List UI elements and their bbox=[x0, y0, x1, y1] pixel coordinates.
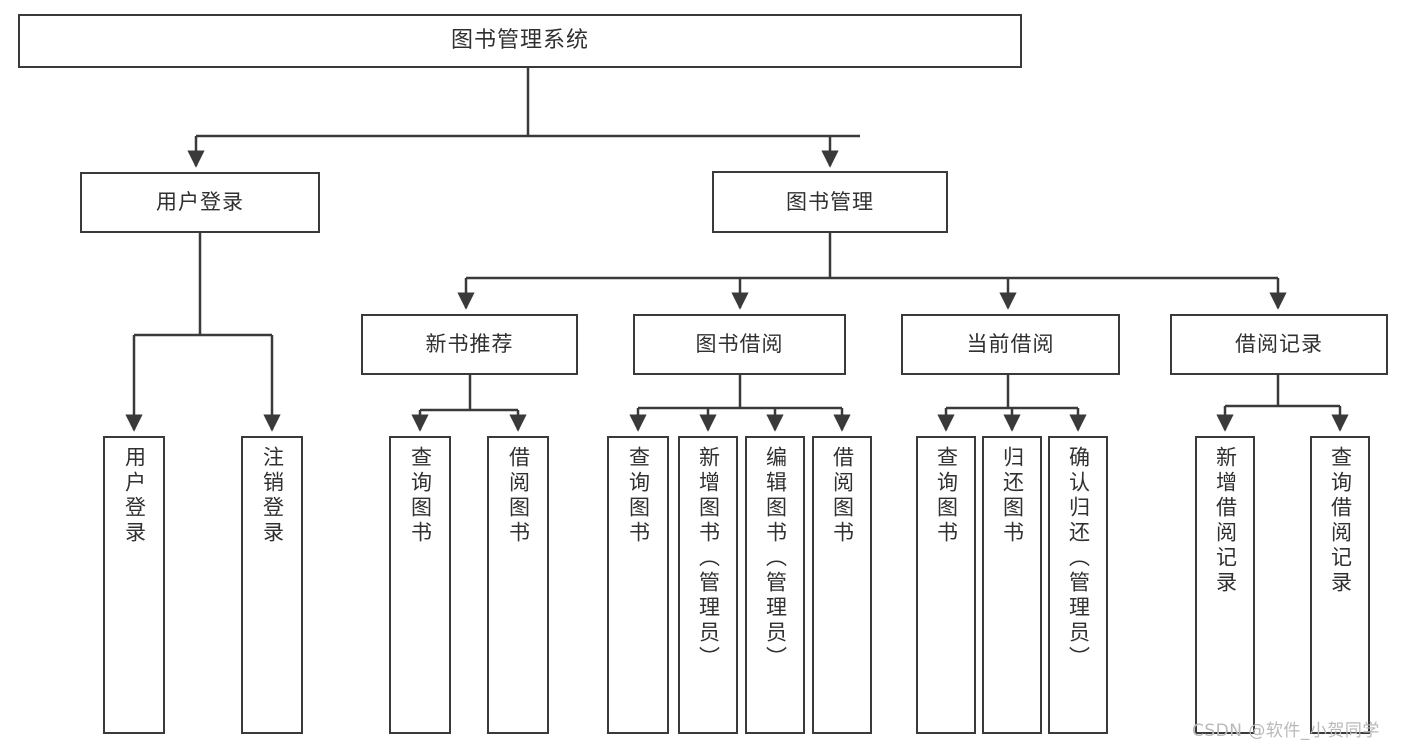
leaf-node[interactable]: 编辑图书（管理员） bbox=[745, 436, 805, 734]
node-book-management[interactable]: 图书管理 bbox=[712, 171, 948, 233]
leaf-node[interactable]: 用户登录 bbox=[103, 436, 165, 734]
leaf-node[interactable]: 新增借阅记录 bbox=[1195, 436, 1255, 734]
node-book-management-label: 图书管理 bbox=[786, 189, 874, 214]
node-user-login[interactable]: 用户登录 bbox=[80, 172, 320, 233]
csdn-watermark: CSDN @软件_小贺同学 bbox=[1192, 721, 1380, 741]
node-borrow-record-label: 借阅记录 bbox=[1235, 332, 1323, 357]
node-current-borrow-label: 当前借阅 bbox=[966, 332, 1055, 357]
leaf-node[interactable]: 查询图书 bbox=[607, 436, 669, 734]
leaf-node-label: 借阅图书 bbox=[830, 446, 855, 546]
leaf-node-label: 借阅图书 bbox=[506, 446, 531, 546]
node-new-book-recommend-label: 新书推荐 bbox=[425, 332, 514, 357]
leaf-node-label: 归还图书 bbox=[1000, 446, 1025, 546]
leaf-node-label: 查询图书 bbox=[934, 446, 959, 546]
node-current-borrow[interactable]: 当前借阅 bbox=[901, 314, 1120, 375]
leaf-node[interactable]: 查询图书 bbox=[916, 436, 976, 734]
node-book-borrow-label: 图书借阅 bbox=[695, 332, 784, 357]
node-book-borrow[interactable]: 图书借阅 bbox=[633, 314, 846, 375]
leaf-node-label: 查询借阅记录 bbox=[1328, 446, 1353, 596]
leaf-node[interactable]: 查询借阅记录 bbox=[1310, 436, 1370, 734]
leaf-node-label: 用户登录 bbox=[122, 446, 147, 546]
leaf-node-label: 注销登录 bbox=[260, 446, 285, 546]
leaf-node[interactable]: 查询图书 bbox=[389, 436, 451, 734]
leaf-node[interactable]: 确认归还（管理员） bbox=[1048, 436, 1108, 734]
node-new-book-recommend[interactable]: 新书推荐 bbox=[361, 314, 578, 375]
leaf-node-label: 新增借阅记录 bbox=[1213, 446, 1238, 596]
leaf-node-label: 查询图书 bbox=[626, 446, 651, 546]
leaf-node[interactable]: 新增图书（管理员） bbox=[678, 436, 738, 734]
leaf-node[interactable]: 借阅图书 bbox=[812, 436, 872, 734]
leaf-node-label: 新增图书（管理员） bbox=[696, 446, 721, 671]
leaf-node-label: 编辑图书（管理员） bbox=[763, 446, 788, 671]
leaf-node[interactable]: 归还图书 bbox=[982, 436, 1042, 734]
node-user-login-label: 用户登录 bbox=[156, 190, 244, 215]
node-borrow-record[interactable]: 借阅记录 bbox=[1170, 314, 1388, 375]
leaf-node[interactable]: 借阅图书 bbox=[487, 436, 549, 734]
node-root-system[interactable]: 图书管理系统 bbox=[18, 14, 1022, 68]
leaf-node-label: 确认归还（管理员） bbox=[1066, 446, 1091, 671]
node-root-label: 图书管理系统 bbox=[450, 28, 589, 54]
leaf-node[interactable]: 注销登录 bbox=[241, 436, 303, 734]
leaf-node-label: 查询图书 bbox=[408, 446, 433, 546]
